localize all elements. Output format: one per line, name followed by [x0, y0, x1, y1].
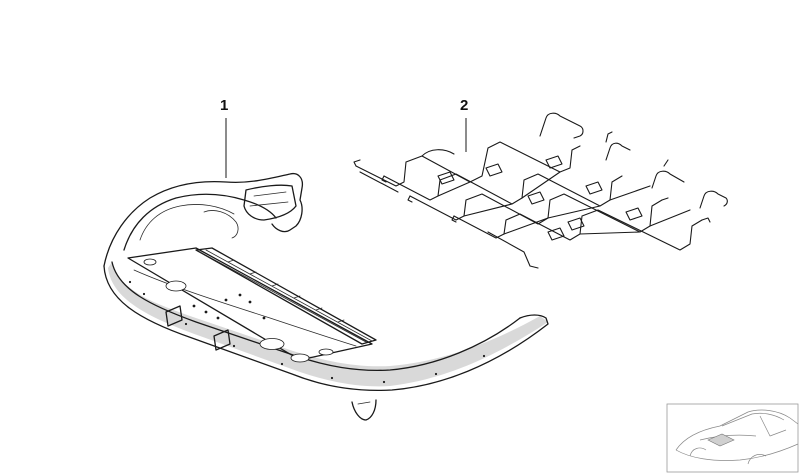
seat-base-shell-icon[interactable] — [103, 172, 549, 421]
overview-thumbnail[interactable] — [666, 403, 799, 473]
callout-2-label: 2 — [460, 97, 468, 114]
callout-1-label: 1 — [220, 97, 228, 114]
callout-2: 2 — [460, 97, 468, 152]
overview-thumbnail-frame — [666, 403, 799, 473]
callout-1: 1 — [220, 97, 228, 178]
seat-spring-mat-icon[interactable] — [353, 112, 728, 269]
car-silhouette-icon — [675, 409, 799, 465]
